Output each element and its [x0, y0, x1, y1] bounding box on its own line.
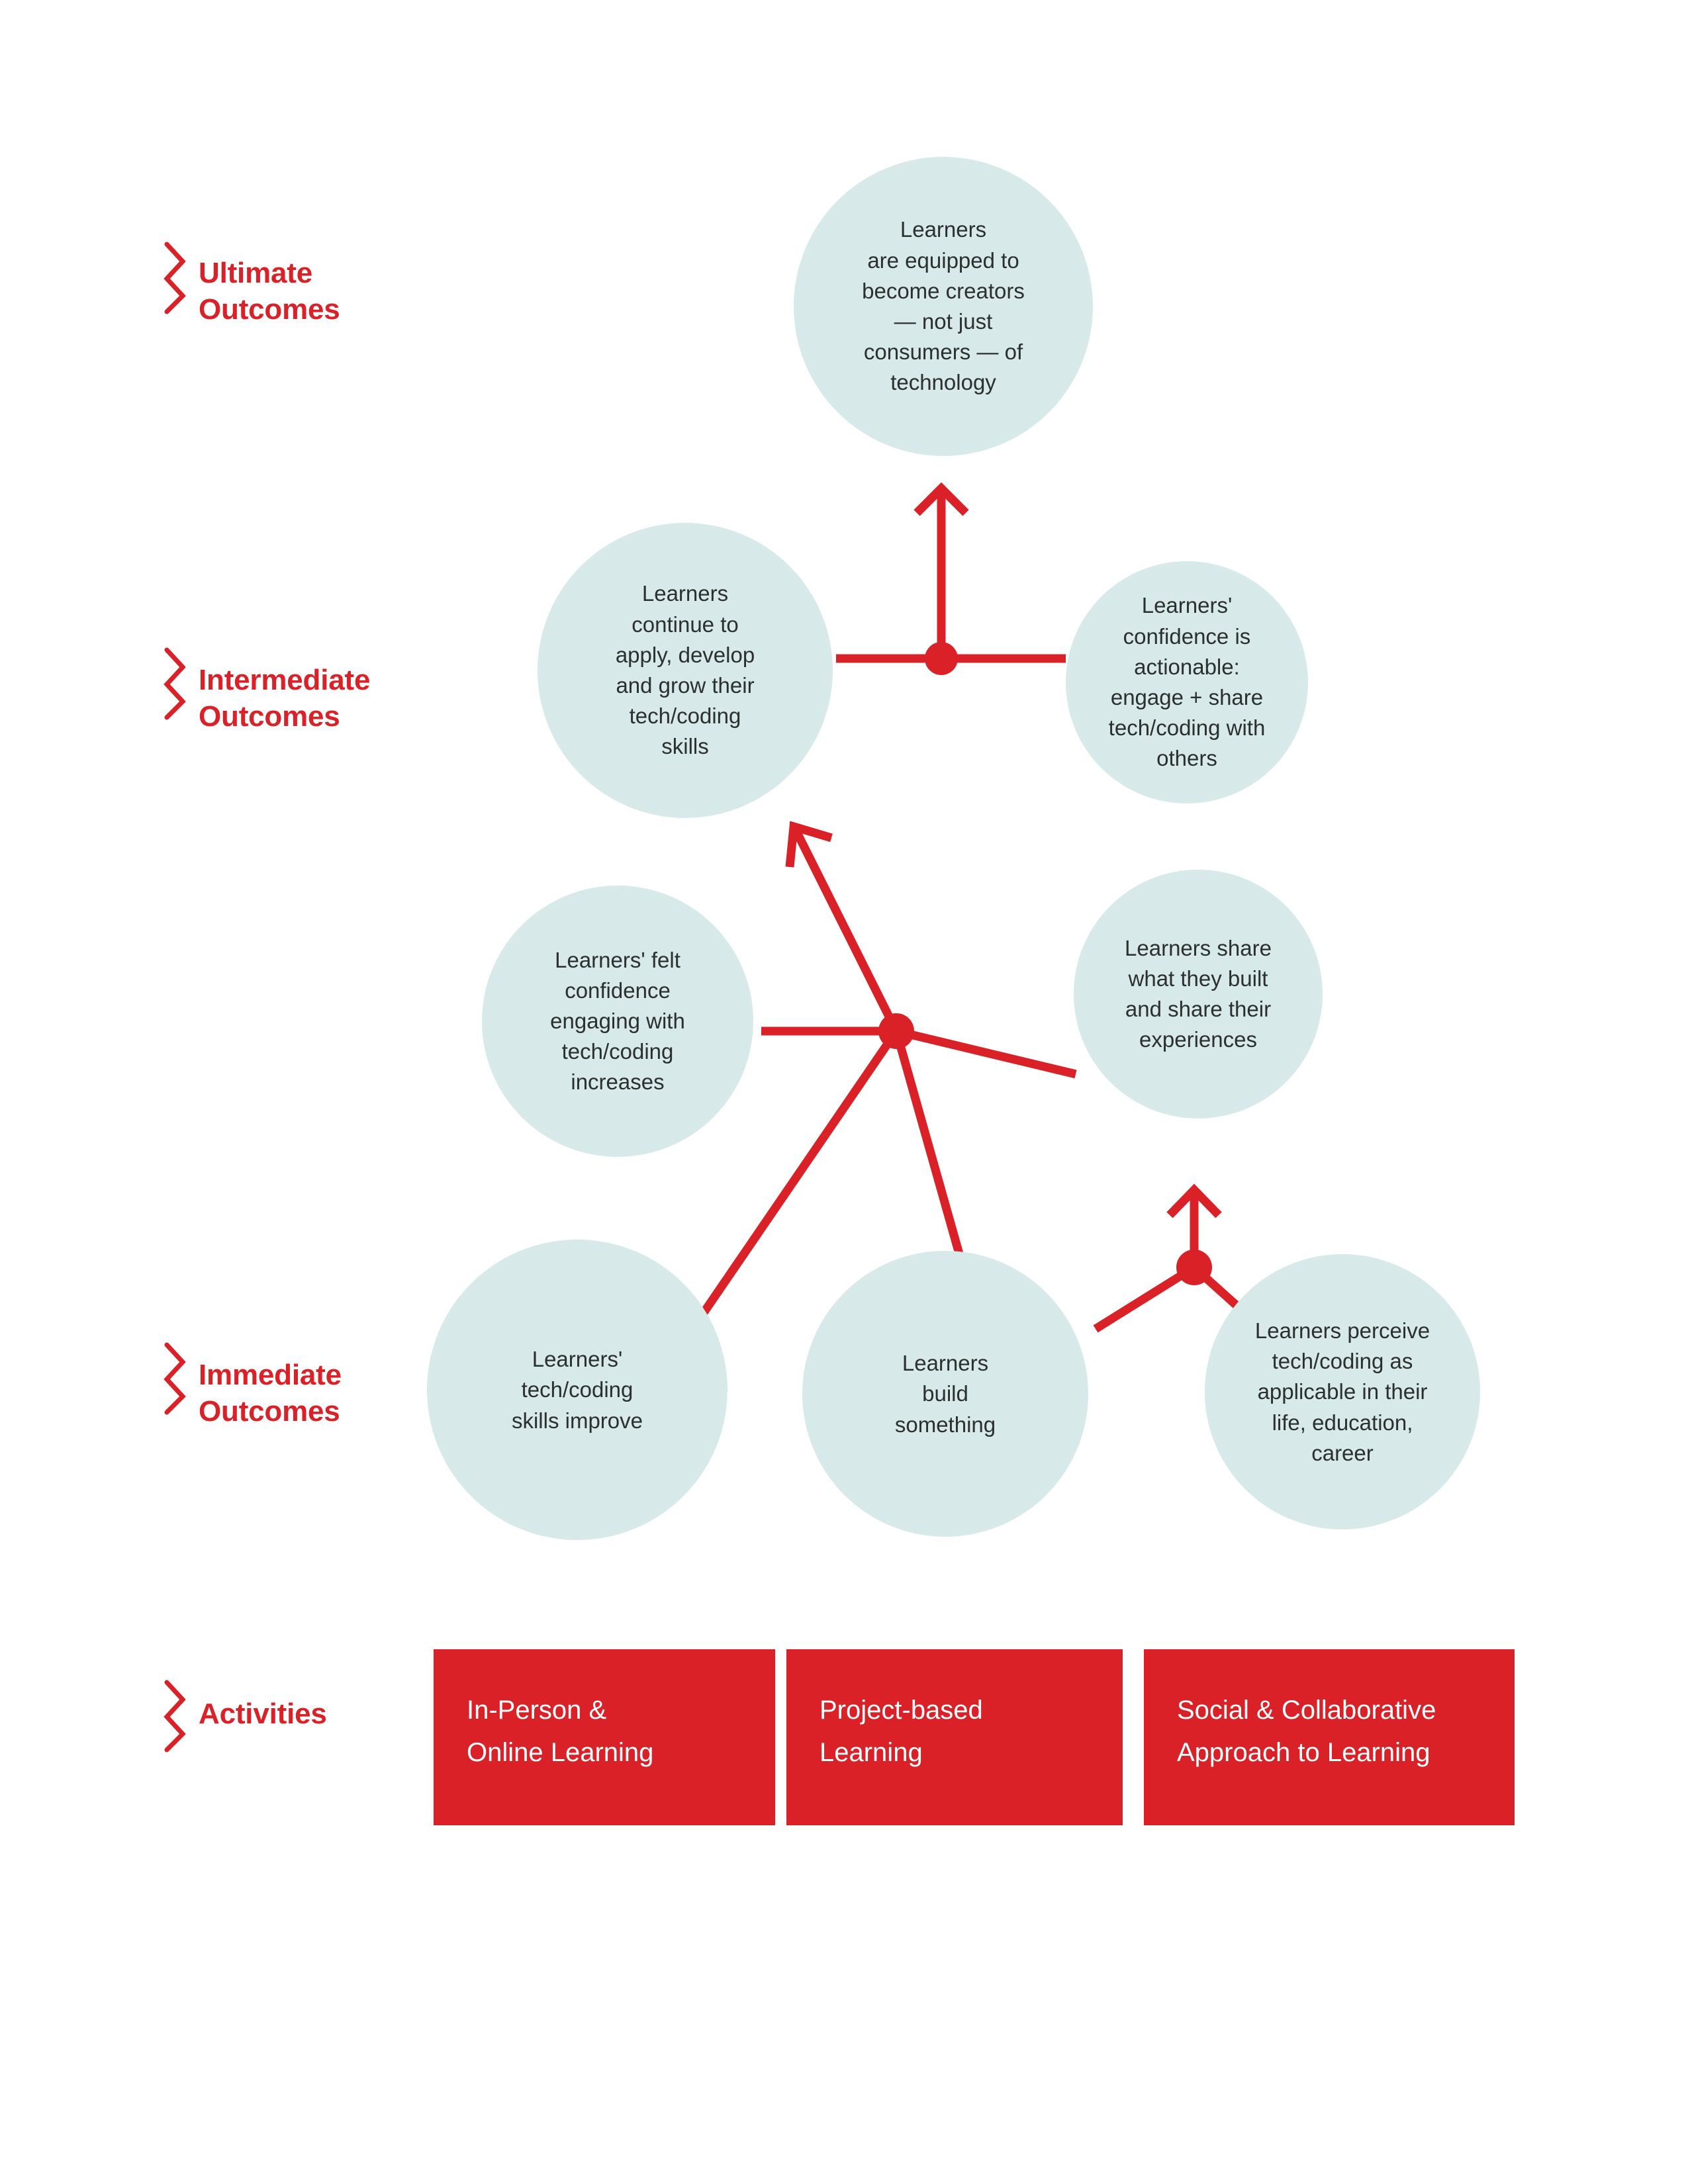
activity-box-project-based[interactable]: Project-based Learning — [786, 1649, 1123, 1825]
node-circle-share-what-built[interactable] — [1074, 870, 1323, 1118]
junction-node-intermediate — [925, 642, 958, 675]
node-circle-ultimate-outcome[interactable] — [794, 157, 1093, 456]
node-circle-skills-improve[interactable] — [427, 1240, 727, 1540]
stage-label-immediate: Immediate Outcomes — [199, 1359, 342, 1428]
node-circle-build-something[interactable] — [802, 1251, 1088, 1537]
stage-label-ultimate: Ultimate Outcomes — [199, 257, 340, 326]
junction-node-lower-right — [1176, 1250, 1212, 1285]
activity-box-in-person-online[interactable]: In-Person & Online Learning — [434, 1649, 775, 1825]
connector-perceive-to-share — [1093, 1183, 1249, 1333]
junction-node-central — [878, 1013, 914, 1049]
stage-label-activities: Activities — [199, 1698, 327, 1730]
squiggle-icon — [164, 647, 186, 720]
connector-intermediate-to-ultimate — [836, 482, 1066, 675]
stage-label-intermediate: Intermediate Outcomes — [199, 664, 371, 733]
node-circle-perceive-applicable[interactable] — [1205, 1254, 1480, 1529]
node-circle-felt-confidence[interactable] — [482, 886, 753, 1157]
squiggle-icon — [164, 1680, 186, 1752]
squiggle-icon — [164, 1342, 186, 1415]
connector-central-hub — [699, 821, 1077, 1316]
activity-box-social-collaborative[interactable]: Social & Collaborative Approach to Learn… — [1144, 1649, 1515, 1825]
squiggle-icon — [164, 242, 186, 314]
node-circle-confidence-actionable[interactable] — [1066, 561, 1308, 803]
node-circle-continue-apply-grow[interactable] — [538, 523, 833, 818]
